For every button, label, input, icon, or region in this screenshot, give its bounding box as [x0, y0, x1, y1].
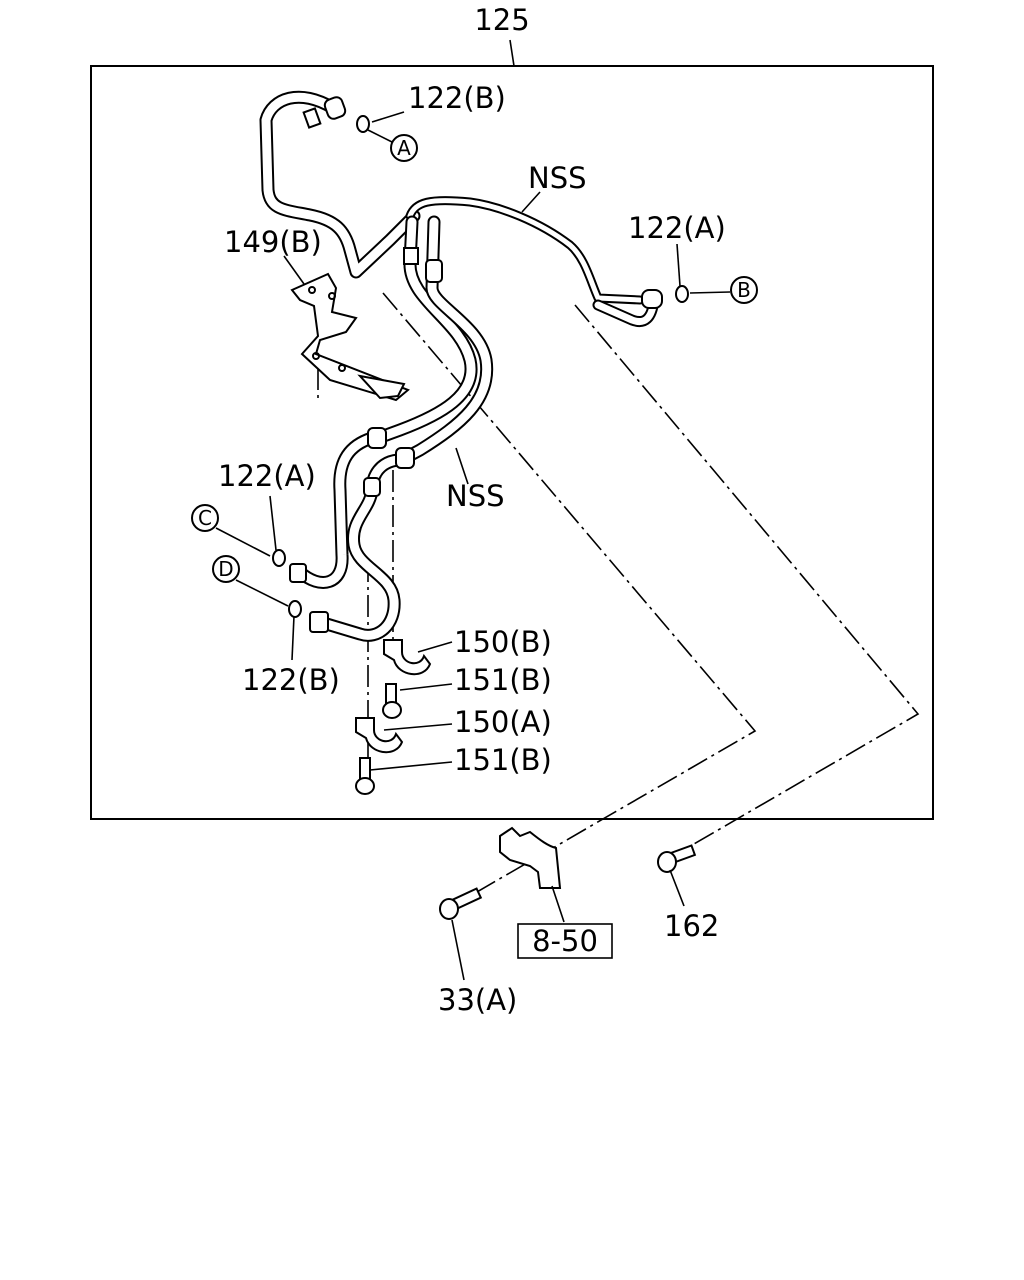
- o-ring-122b-left: [288, 600, 302, 618]
- marker-d: D: [218, 557, 233, 581]
- fitting-mid-c: [363, 477, 381, 497]
- fitting-nut-c: [289, 563, 307, 583]
- leader-nss-mid: [455, 447, 469, 485]
- bolt-151b-1-head: [382, 701, 402, 719]
- assembly-frame: [90, 65, 934, 820]
- bolt-162-head: [657, 851, 677, 873]
- leader-dashdot-162: [574, 304, 920, 856]
- bracket-hole-2: [328, 292, 336, 300]
- pipe-lower-d-inner: [315, 455, 403, 640]
- marker-a: A: [397, 136, 411, 160]
- clamp-150b: [383, 639, 432, 675]
- leader-149b: [283, 255, 305, 285]
- leader-8-50: [551, 885, 565, 923]
- bolt-151b-2-head: [355, 777, 375, 795]
- label-nss-mid: NSS: [446, 479, 505, 513]
- bracket-hole-4: [338, 364, 346, 372]
- marker-a-circle: [390, 134, 418, 162]
- fitting-mid-a: [367, 427, 387, 449]
- label-162: 162: [664, 909, 719, 943]
- bracket-lower-tab: [357, 374, 406, 400]
- leader-151b-1: [399, 683, 453, 691]
- leader-marker-c: [215, 527, 271, 557]
- label-122a-right: 122(A): [628, 211, 726, 245]
- label-122a-left: 122(A): [218, 459, 316, 493]
- clamp-bracket-8-50: [499, 826, 562, 889]
- label-nss-top: NSS: [528, 161, 587, 195]
- label-151b-1: 151(B): [454, 663, 552, 697]
- clamp-150a: [355, 717, 404, 753]
- leader-122b-top: [371, 111, 405, 123]
- pipe-lower-c-inner: [295, 433, 377, 587]
- pipe-nss-top-outer: [405, 196, 645, 305]
- fitting-mid-b: [395, 447, 415, 469]
- leader-dashdot-33a: [382, 292, 757, 897]
- pipe-upper-inner: [261, 92, 419, 277]
- leader-122a-right: [676, 243, 681, 287]
- label-150b: 150(B): [454, 625, 552, 659]
- marker-d-circle: [212, 555, 240, 583]
- bolt-33a-head: [439, 898, 459, 920]
- marker-b-circle: [730, 276, 758, 304]
- fitting-junction-b: [425, 259, 443, 283]
- ref-8-50-box: [517, 923, 613, 959]
- label-33a: 33(A): [438, 983, 517, 1017]
- label-151b-2: 151(B): [454, 743, 552, 777]
- ref-8-50: 8-50: [532, 924, 598, 958]
- label-122b-left: 122(B): [242, 663, 340, 697]
- label-150a: 150(A): [454, 705, 552, 739]
- bolt-151b-2-shank: [359, 757, 371, 781]
- pipe-down-b-inner: [400, 217, 492, 463]
- leader-150a: [383, 723, 453, 731]
- leader-122a-left: [269, 495, 277, 551]
- o-ring-122a-left: [272, 549, 286, 567]
- label-125: 125: [474, 3, 529, 37]
- fitting-top-nut: [302, 107, 322, 129]
- label-122b-top: 122(B): [408, 81, 506, 115]
- leader-marker-d: [235, 579, 289, 607]
- leader-151b-2: [369, 761, 453, 771]
- leader-marker-a: [367, 129, 393, 143]
- pipe-nss-top-inner: [407, 198, 643, 303]
- o-ring-122a-right: [675, 285, 689, 303]
- fitting-right-end: [641, 289, 663, 309]
- leader-162: [669, 869, 685, 907]
- bracket-149b: [290, 272, 410, 402]
- leader-125: [509, 39, 515, 67]
- bracket-hole-1: [308, 286, 316, 294]
- fitting-nut-d: [309, 611, 329, 633]
- leader-33a: [451, 919, 465, 981]
- marker-b: B: [737, 278, 751, 302]
- leader-nss-top: [521, 191, 541, 213]
- pipe-down-a-inner: [373, 217, 476, 443]
- o-ring-122b-top: [356, 115, 370, 133]
- bracket-hole-3: [312, 352, 320, 360]
- marker-c-circle: [191, 504, 219, 532]
- label-149b: 149(B): [224, 225, 322, 259]
- marker-c: C: [198, 506, 212, 530]
- leader-150b: [417, 641, 453, 653]
- leader-marker-b: [689, 291, 731, 294]
- leader-122b-left: [291, 615, 295, 661]
- fitting-junction-a: [403, 247, 419, 265]
- fitting-top: [323, 96, 347, 120]
